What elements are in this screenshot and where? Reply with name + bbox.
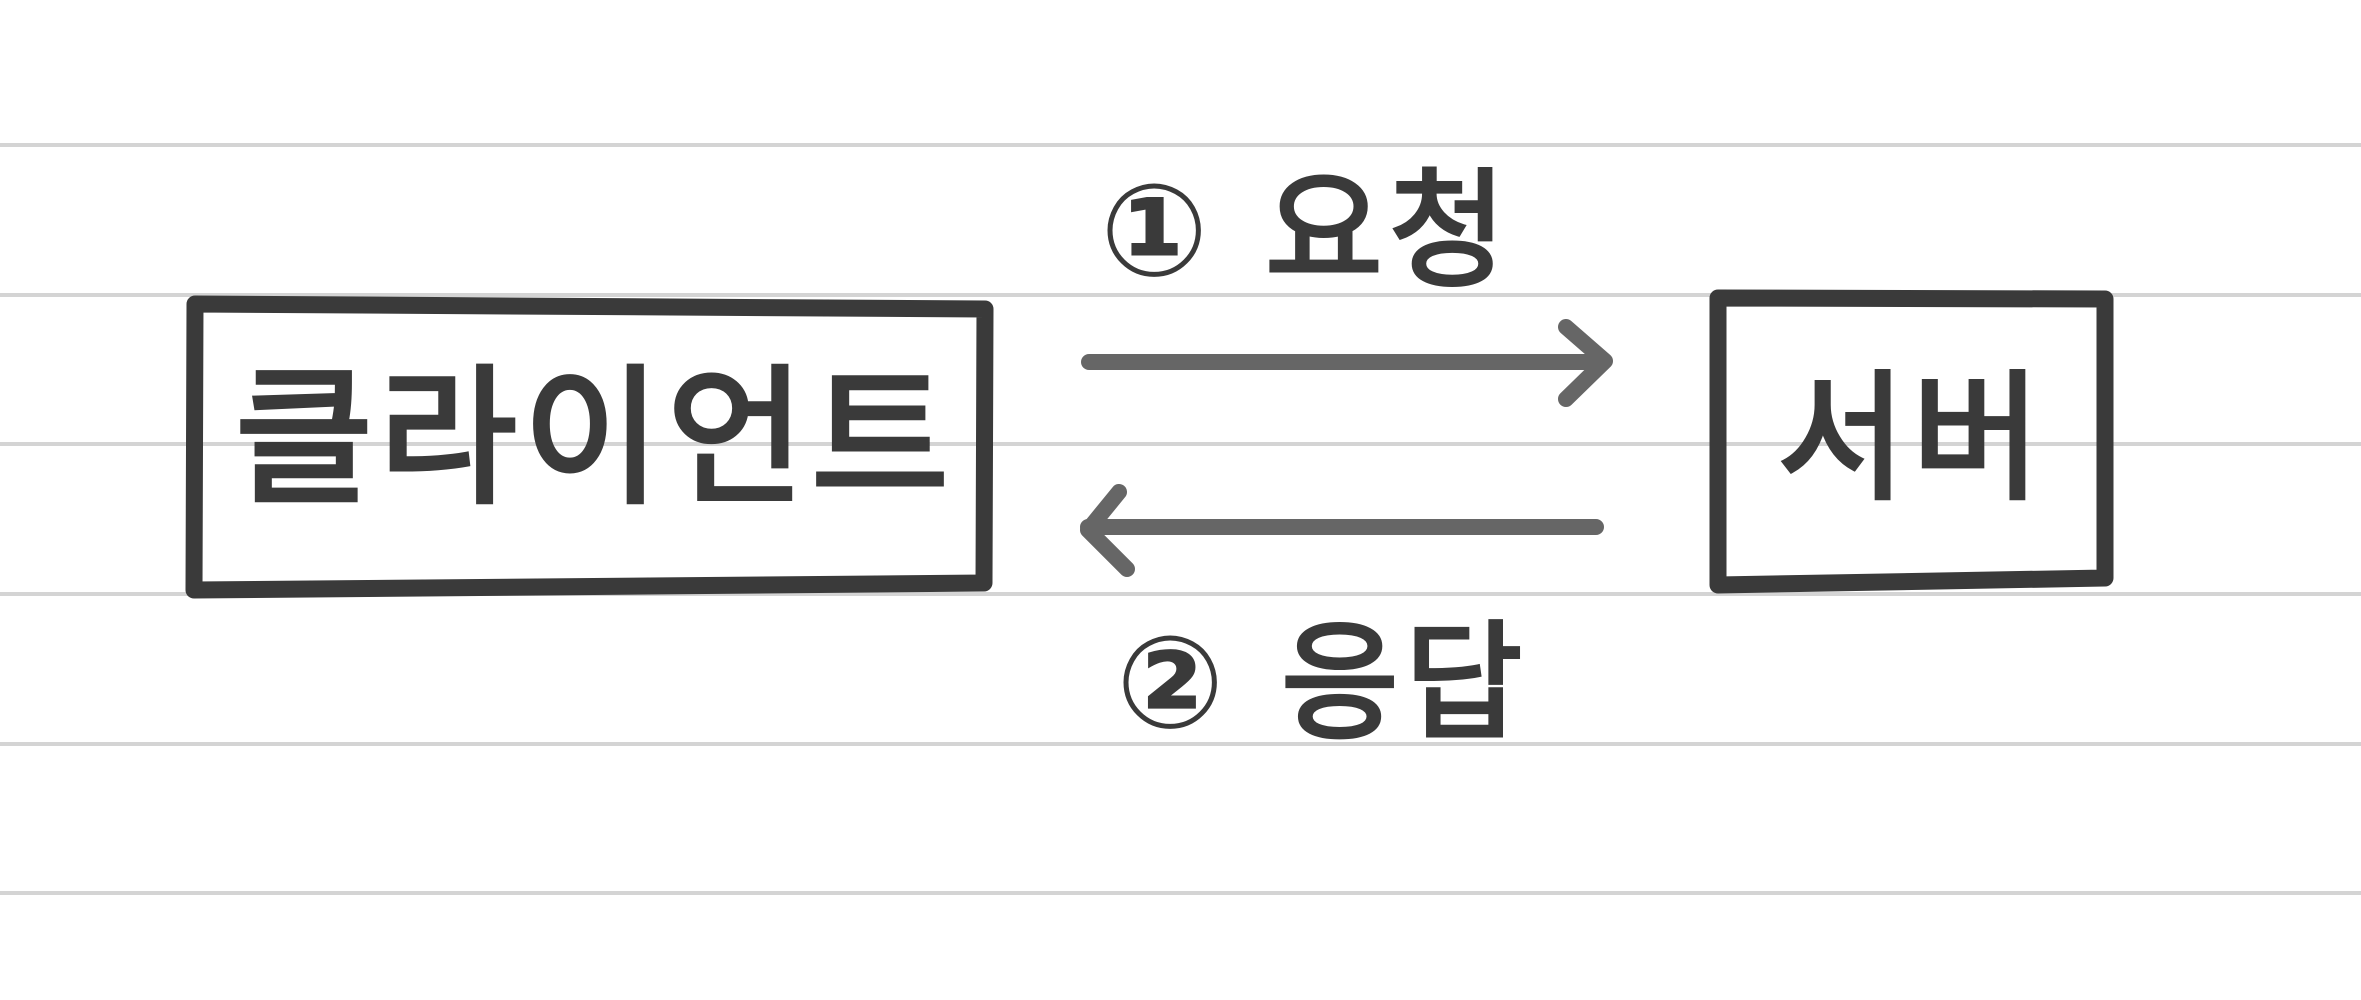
ruled-line: [0, 742, 2361, 746]
ruled-line: [0, 592, 2361, 596]
request-label: ① 요청: [1100, 157, 1513, 306]
response-arrow: [1080, 484, 1604, 577]
ruled-line: [0, 891, 2361, 895]
request-arrow: [1081, 319, 1613, 407]
response-label: ② 응답: [1116, 609, 1529, 758]
server-box: [1709, 289, 2114, 594]
ruled-line: [0, 143, 2361, 147]
client-box: [185, 295, 994, 599]
client-label: 클라이언트: [234, 352, 955, 526]
ruled-line: [0, 293, 2361, 297]
server-label: 서버: [1777, 358, 2047, 521]
ruled-line: [0, 442, 2361, 446]
